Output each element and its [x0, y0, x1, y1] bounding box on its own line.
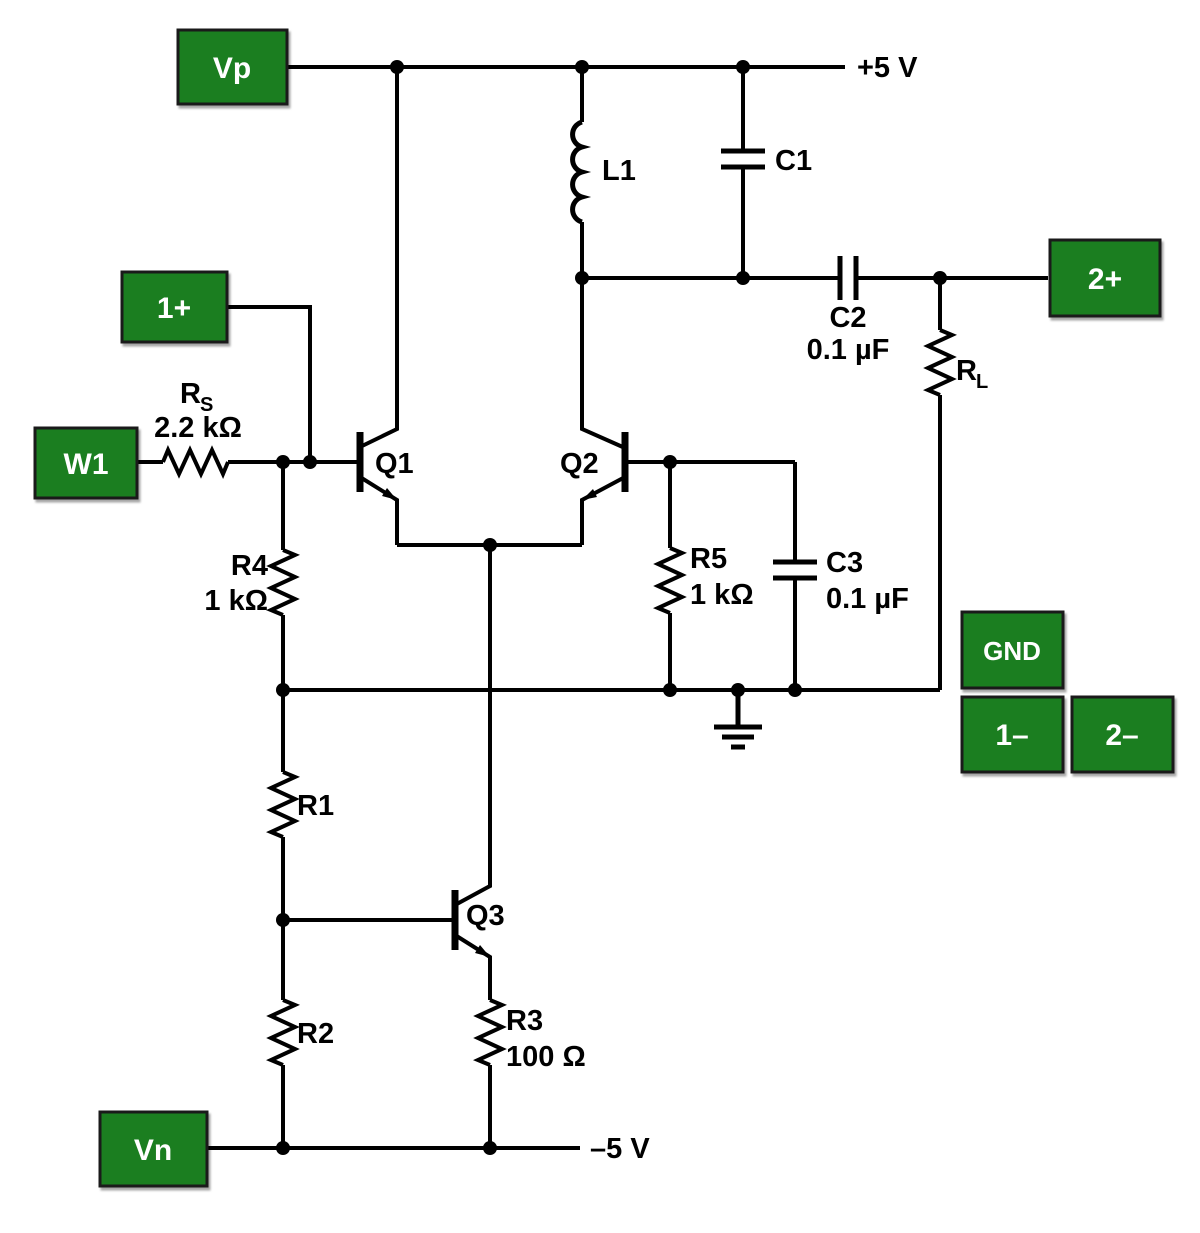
label-c3: C3 [826, 547, 863, 579]
terminal-2minus-box [1070, 695, 1175, 774]
resistor-rl [923, 328, 957, 397]
terminal-vn: Vn [98, 1110, 209, 1188]
junction-dot [663, 683, 677, 697]
terminal-1minus-label: 1– [995, 719, 1028, 752]
junction-dot [933, 271, 947, 285]
resistor-r3 [473, 998, 507, 1067]
terminal-vp-box [176, 28, 289, 106]
component-labels: +5 V –5 V L1 C1 C2 0.1 µF R S 2.2 kΩ R L… [154, 52, 988, 1165]
label-r4-value: 1 kΩ [204, 585, 268, 617]
terminal-vn-label: Vn [134, 1134, 172, 1167]
terminal-2minus: 2– [1070, 695, 1175, 774]
label-r5: R5 [690, 543, 727, 575]
terminal-w1-label: W1 [64, 448, 109, 481]
transistor-q1-emitter [358, 475, 399, 545]
terminal-vp-label: Vp [213, 52, 251, 85]
label-rs: R [180, 378, 201, 410]
label-rs-value: 2.2 kΩ [154, 412, 242, 444]
junction-dot [788, 683, 802, 697]
junction-dot [575, 60, 589, 74]
label-c1: C1 [775, 145, 812, 177]
label-rl: R [956, 355, 977, 387]
terminal-vn-box [98, 1110, 209, 1188]
terminal-w1: W1 [33, 426, 139, 500]
junction-dots [276, 60, 947, 1155]
terminal-2plus-label: 2+ [1088, 263, 1122, 296]
label-r3-value: 100 Ω [506, 1041, 586, 1073]
wires [137, 65, 1048, 1150]
q3-emitter-arrow [475, 945, 490, 957]
transistor-q2-collector [580, 278, 626, 450]
junction-dot [575, 271, 589, 285]
resistor-r1 [266, 770, 300, 839]
junction-dot [736, 271, 750, 285]
terminal-gnd-box [960, 610, 1065, 690]
ground-symbol [714, 690, 762, 750]
resistor-r2 [266, 998, 300, 1067]
terminal-1plus-box [120, 270, 229, 344]
inductor-l1 [570, 119, 592, 225]
junction-dot [303, 455, 317, 469]
capacitor-c3 [773, 559, 817, 581]
junction-dot [276, 1141, 290, 1155]
label-c2-value: 0.1 µF [807, 334, 890, 366]
terminals: Vp 1+ W1 2+ GND 1– 2– Vn [33, 28, 1175, 1188]
junction-dot [390, 60, 404, 74]
terminal-gnd-label: GND [983, 636, 1041, 666]
label-pos-rail: +5 V [857, 52, 918, 84]
label-q1: Q1 [375, 448, 414, 480]
junction-dot [276, 913, 290, 927]
junction-dot [731, 683, 745, 697]
capacitor-c1 [721, 148, 765, 170]
label-q2: Q2 [560, 448, 599, 480]
terminal-1minus-box [960, 695, 1065, 774]
label-r3: R3 [506, 1005, 543, 1037]
terminal-2plus: 2+ [1048, 238, 1162, 318]
label-neg-rail: –5 V [590, 1133, 650, 1165]
wire-q1-collector [359, 67, 399, 449]
q2-emitter-arrow [582, 489, 597, 500]
label-c3-value: 0.1 µF [826, 583, 909, 615]
junction-dot [483, 1141, 497, 1155]
terminal-vp: Vp [176, 28, 289, 106]
label-rs-sub: S [200, 394, 213, 416]
transistor-q2-emitter [580, 475, 626, 545]
terminal-1minus: 1– [960, 695, 1065, 774]
wire-1plus [227, 305, 312, 462]
terminal-2minus-label: 2– [1105, 719, 1138, 752]
label-r5-value: 1 kΩ [690, 579, 754, 611]
label-q3: Q3 [466, 900, 505, 932]
terminal-w1-box [33, 426, 139, 500]
junction-dot [483, 538, 497, 552]
label-rl-sub: L [976, 371, 988, 393]
resistor-r4 [266, 548, 300, 617]
label-r1: R1 [297, 790, 334, 822]
resistor-rs [161, 445, 230, 479]
terminal-1plus: 1+ [120, 270, 229, 344]
terminal-1plus-label: 1+ [157, 292, 191, 325]
transistor-q3-collector [454, 545, 492, 907]
terminal-2plus-box [1048, 238, 1162, 318]
junction-dot [663, 455, 677, 469]
label-r4: R4 [231, 550, 268, 582]
transistor-q3-emitter [453, 933, 492, 1000]
label-l1: L1 [602, 155, 636, 187]
capacitor-c2 [837, 256, 859, 300]
label-r2: R2 [297, 1018, 334, 1050]
resistor-r5 [653, 546, 687, 615]
q1-emitter-arrow [382, 488, 397, 500]
junction-dot [736, 60, 750, 74]
junction-dot [276, 683, 290, 697]
label-c2: C2 [829, 302, 866, 334]
junction-dot [276, 455, 290, 469]
terminal-gnd: GND [960, 610, 1065, 690]
